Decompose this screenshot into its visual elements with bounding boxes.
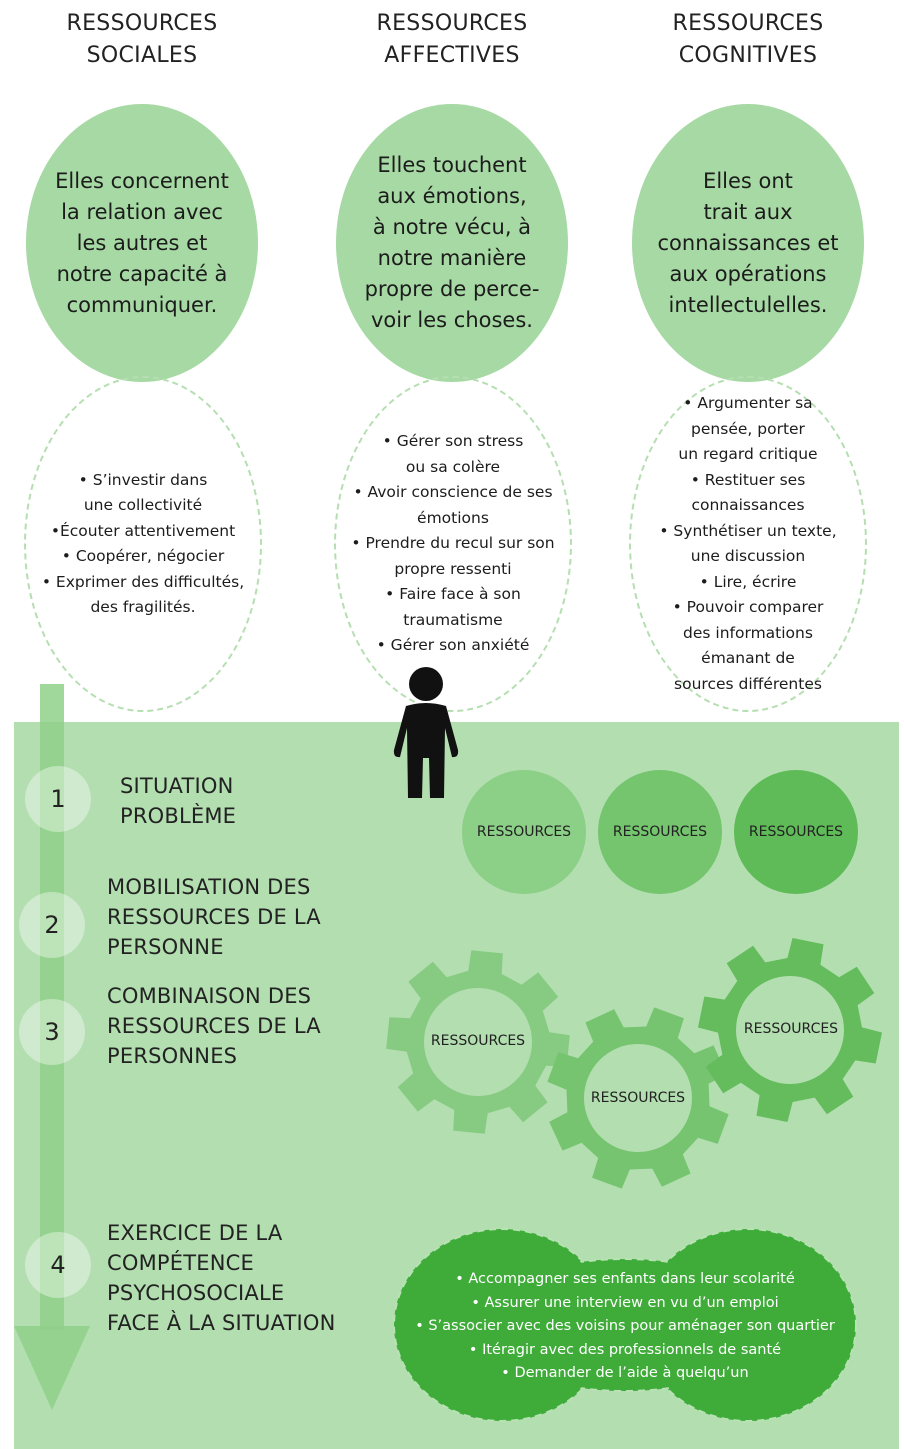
step-1-label: SITUATION PROBLÈME bbox=[120, 774, 237, 828]
step-3-badge: 3 bbox=[19, 999, 85, 1065]
gear-1-label: RESSOURCES bbox=[430, 1033, 526, 1049]
title-sociales: RESSOURCES SOCIALES bbox=[66, 11, 218, 68]
resource-circle-3: RESSOURCES bbox=[734, 770, 858, 894]
circle-cognitives: Elles ont trait aux connaissances et aux… bbox=[632, 104, 864, 382]
person-icon bbox=[393, 667, 459, 798]
examples-sociales: • S’investir dans une collectivité •Écou… bbox=[24, 376, 262, 712]
resource-circle-1: RESSOURCES bbox=[462, 770, 586, 894]
outcome-cloud bbox=[393, 1228, 857, 1422]
gear-c-hole bbox=[736, 976, 844, 1084]
process-arrow bbox=[14, 684, 90, 1410]
step-1-badge: 1 bbox=[25, 766, 91, 832]
gear-3 bbox=[698, 938, 882, 1122]
gear-2-label: RESSOURCES bbox=[590, 1090, 686, 1106]
step-4-badge: 4 bbox=[25, 1232, 91, 1298]
examples-cognitives: • Argumenter sa pensée, porter un regard… bbox=[629, 376, 867, 712]
examples-affectives: • Gérer son stress ou sa colère • Avoir … bbox=[334, 376, 572, 712]
title-affectives: RESSOURCES AFFECTIVES bbox=[376, 11, 528, 68]
gear-b-hole bbox=[584, 1044, 692, 1152]
step-2-label: MOBILISATION DES RESSOURCES DE LA PERSON… bbox=[107, 875, 321, 959]
gear-1 bbox=[386, 950, 570, 1134]
step-3-label: COMBINAISON DES RESSOURCES DE LA PERSONN… bbox=[107, 984, 321, 1068]
circle-affectives: Elles touchent aux émotions, à notre véc… bbox=[336, 104, 568, 382]
gear-a-hole bbox=[424, 988, 532, 1096]
circle-sociales: Elles concernent la relation avec les au… bbox=[26, 104, 258, 382]
gear-2 bbox=[547, 1007, 729, 1189]
gear-3-label: RESSOURCES bbox=[743, 1021, 839, 1037]
step-2-badge: 2 bbox=[19, 892, 85, 958]
step-4-label: EXERCICE DE LA COMPÉTENCE PSYCHOSOCIALE … bbox=[107, 1221, 336, 1335]
title-cognitives: RESSOURCES COGNITIVES bbox=[672, 11, 824, 68]
outcome-list: • Accompagner ses enfants dans leur scol… bbox=[415, 1271, 835, 1381]
resource-circle-2: RESSOURCES bbox=[598, 770, 722, 894]
